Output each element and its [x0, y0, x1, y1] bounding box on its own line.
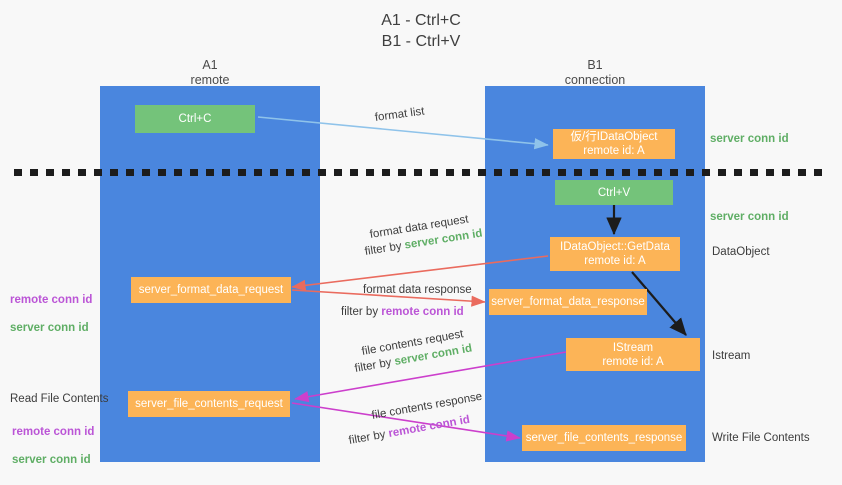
column-header-b1-sub: connection [564, 73, 626, 87]
arrow-getdata-to-istream [631, 271, 687, 336]
edge-label-format-data-response-filter: filter by remote conn id [341, 305, 464, 320]
annotation-conn-ids-upper: remote conn id server conn id [10, 279, 96, 349]
divider-dashed-line [14, 169, 826, 176]
page-title: A1 - Ctrl+C B1 - Ctrl+V [381, 12, 461, 50]
column-header-b1-name: B1 [587, 58, 603, 72]
node-istream[interactable]: IStream remote id: A [566, 338, 700, 371]
annotation-istream: Istream [712, 350, 751, 362]
node-ctrl-c[interactable]: Ctrl+C [135, 105, 255, 133]
annotation-remote-conn-id-upper: remote conn id [10, 294, 93, 306]
annotation-read-file-contents: Read File Contents [10, 393, 109, 405]
node-idataobject-getdata[interactable]: IDataObject::GetData remote id: A [550, 237, 680, 271]
annotation-conn-ids-lower: remote conn id server conn id [12, 411, 98, 481]
annotation-dataobject: DataObject [712, 246, 770, 258]
arrow-file-contents-response [291, 402, 521, 442]
node-server-format-data-response[interactable]: server_format_data_response [489, 289, 647, 315]
node-ctrl-v[interactable]: Ctrl+V [555, 180, 673, 205]
node-server-format-data-request[interactable]: server_format_data_request [131, 277, 291, 303]
node-server-file-contents-request[interactable]: server_file_contents_request [128, 391, 290, 417]
filter-key-remote-conn-id: remote conn id [381, 306, 464, 318]
annotation-server-conn-id-top: server conn id [710, 133, 789, 145]
node-server-file-contents-response[interactable]: server_file_contents_response [522, 425, 686, 451]
annotation-write-file-contents: Write File Contents [712, 432, 810, 444]
column-header-a1: A1 remote [100, 58, 320, 88]
annotation-server-conn-id-upper: server conn id [10, 322, 89, 334]
column-header-a1-sub: remote [190, 73, 230, 87]
arrow-format-data-response [291, 289, 486, 307]
annotation-server-conn-id-mid: server conn id [710, 211, 789, 223]
annotation-remote-conn-id-lower: remote conn id [12, 426, 95, 438]
arrow-format-data-request [291, 255, 549, 291]
filter-prefix: filter by [341, 306, 382, 318]
edge-label-format-data-response: format data response [363, 284, 472, 296]
column-header-b1: B1 connection [485, 58, 705, 88]
annotation-server-conn-id-lower: server conn id [12, 454, 91, 466]
arrow-format-list [257, 116, 549, 150]
column-header-a1-name: A1 [202, 58, 218, 72]
node-idataobject[interactable]: 仮/行IDataObject remote id: A [553, 129, 675, 159]
arrow-file-contents-request [294, 351, 567, 403]
